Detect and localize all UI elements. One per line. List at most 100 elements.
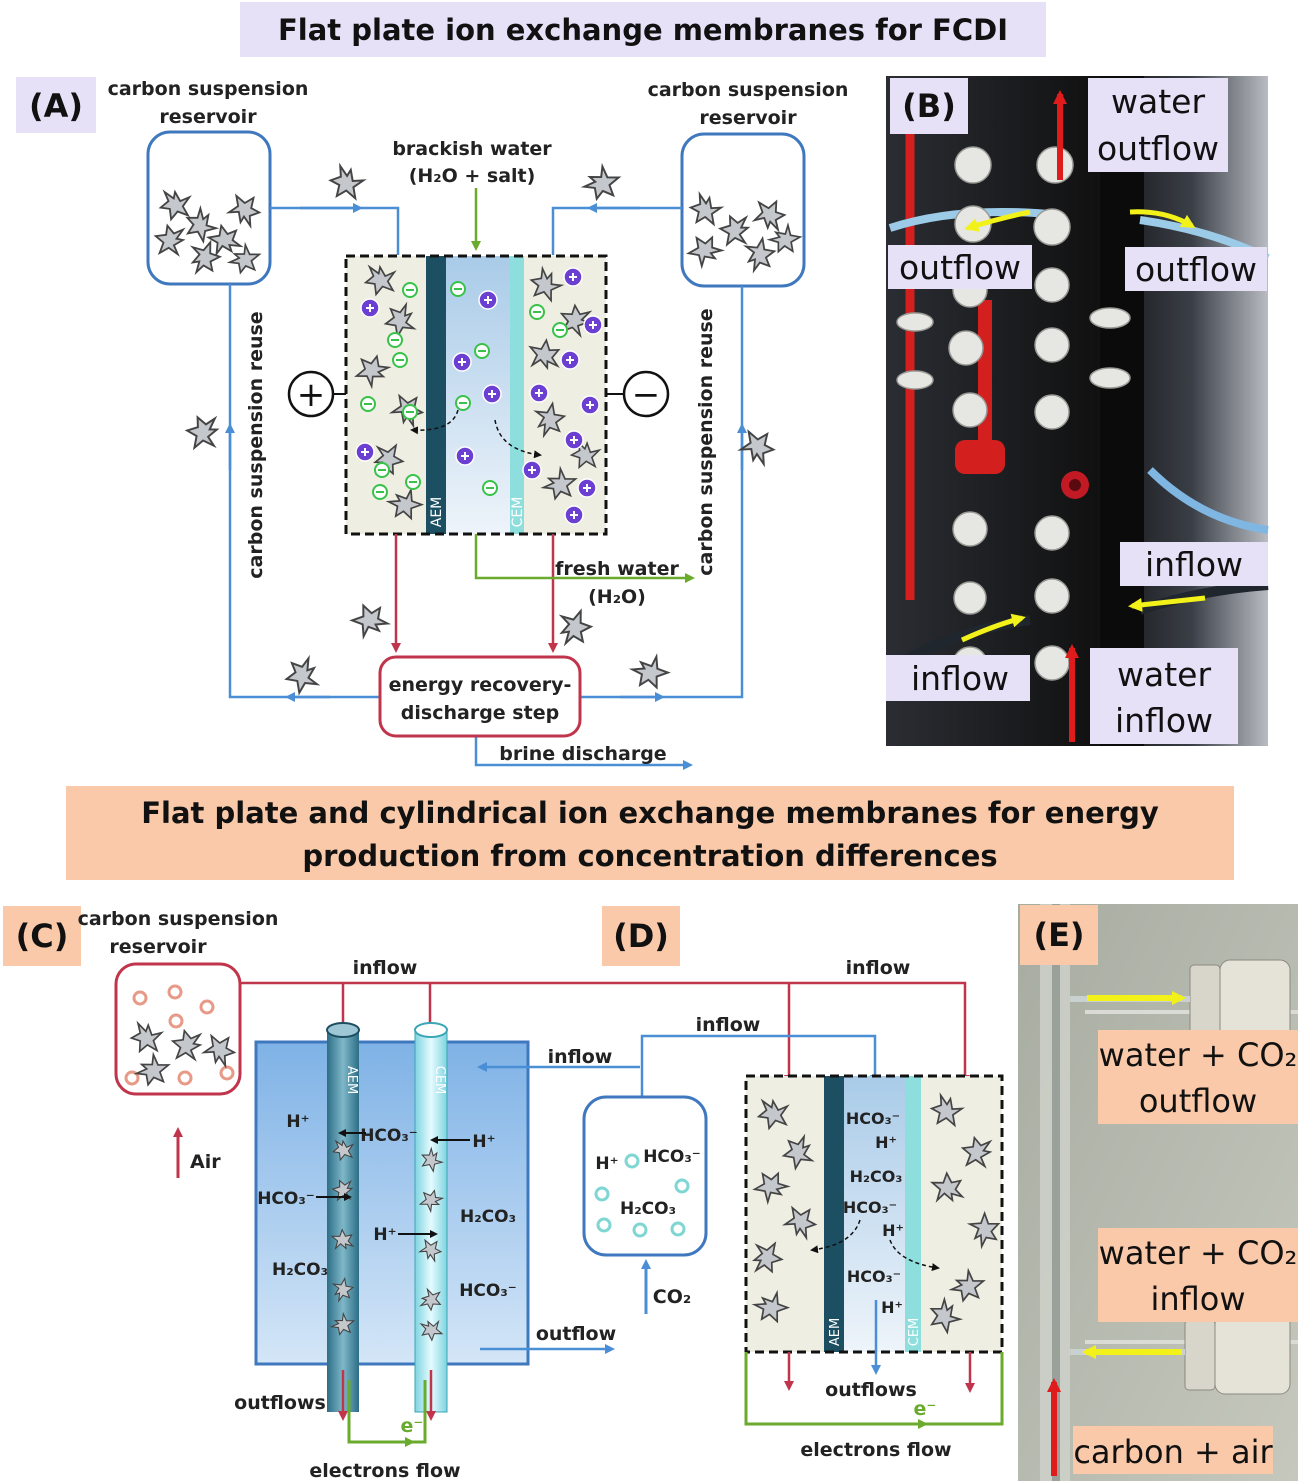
reservoir-left-label-2: reservoir	[159, 106, 257, 128]
panel-e-photo	[1018, 904, 1298, 1481]
fresh-water-arrow	[474, 534, 695, 583]
brackish-label-2: (H₂O + salt)	[409, 165, 536, 187]
panel-e-tag-bg	[1020, 905, 1098, 965]
d-cell-hco3-2: HCO₃⁻	[843, 1198, 897, 1217]
electron-d-label: e⁻	[914, 1398, 937, 1420]
d-res-h-plus: H⁺	[595, 1154, 618, 1174]
d-cell-right-chamber	[921, 1076, 1002, 1352]
outflow-right-label: outflow	[1135, 250, 1257, 289]
d-cem-label: CEM	[907, 1318, 922, 1347]
d-cell-spacer	[844, 1076, 905, 1352]
e-carbon-air-label-bg	[1073, 1426, 1273, 1474]
anode	[287, 370, 335, 418]
outflows-d-label: outflows	[825, 1379, 917, 1401]
panel-d-tag-bg	[602, 906, 680, 966]
aem-membrane	[426, 256, 446, 534]
reservoir-c-label-2: reservoir	[109, 936, 207, 958]
d-cell-h-2: H⁺	[882, 1221, 904, 1240]
cem-membrane	[510, 256, 524, 534]
cation-migration-arrow	[494, 419, 542, 459]
inflow-mid-label: inflow	[696, 1014, 761, 1036]
aem-tube-label: AEM	[344, 1066, 359, 1094]
energy-recovery-label-2: discharge step	[401, 702, 559, 724]
inflow-left-arrow	[960, 613, 1026, 643]
outflows-c-label: outflows	[234, 1392, 326, 1414]
d-cem-membrane	[905, 1076, 921, 1352]
anode-sign: +	[297, 375, 326, 415]
reservoir-right-label-1: carbon suspension	[648, 79, 849, 101]
water-outflow-label-1: water	[1111, 82, 1205, 121]
outflow-left-arrow	[964, 209, 1031, 232]
header-bottom-line-2: production from concentration difference…	[302, 839, 997, 873]
d-cell-hco3-1: HCO₃⁻	[846, 1109, 900, 1128]
reuse-left-label: carbon suspension reuse	[245, 311, 267, 578]
d-aem-membrane	[824, 1076, 844, 1352]
inflow-right-arrow	[1128, 595, 1206, 612]
water-inflow-label-bg	[1090, 648, 1238, 744]
cem-label: CEM	[510, 497, 526, 528]
outflow-c-label: outflow	[536, 1323, 616, 1345]
c-h2co3-b: H₂CO₃	[272, 1260, 328, 1280]
header-bottom-line-1: Flat plate and cylindrical ion exchange …	[141, 796, 1159, 830]
water-outflow-label-bg	[1088, 78, 1228, 172]
c-hco3-c: HCO₃⁻	[459, 1281, 517, 1301]
fresh-water-label-1: fresh water	[555, 558, 679, 580]
electrons-flow-d-label: electrons flow	[800, 1439, 951, 1461]
outflow-left-label: outflow	[899, 248, 1021, 287]
e-inflow-label-2: inflow	[1150, 1280, 1245, 1318]
reservoir-right-label-2: reservoir	[699, 107, 797, 129]
inflow-right-label: inflow	[1145, 545, 1243, 584]
inflow-left-label-bg	[886, 655, 1030, 701]
panel-a-blue-loop	[225, 203, 747, 770]
d-aem-label: AEM	[828, 1318, 843, 1346]
anion-migration-arrow	[410, 409, 459, 435]
fcdi-cation-signs	[361, 273, 597, 519]
cem-tube	[414, 1029, 448, 1413]
water-inflow-label-1: water	[1117, 655, 1211, 694]
d-cell-left-chamber	[746, 1076, 824, 1352]
reservoir-left-label-1: carbon suspension	[108, 78, 309, 100]
c-h-plus: H⁺	[286, 1112, 309, 1132]
c-hco3-a: HCO₃⁻	[360, 1126, 418, 1146]
e-inflow-label-bg	[1098, 1228, 1298, 1322]
energy-recovery-box	[378, 655, 582, 738]
c-h-plus-b: H⁺	[472, 1132, 495, 1152]
water-outflow-label-2: outflow	[1097, 129, 1219, 168]
panel-b-tag-bg	[890, 78, 968, 134]
inflow-right-label-bg	[1120, 542, 1268, 586]
fresh-water-label-2: (H₂O)	[588, 586, 646, 608]
e-outflow-label-1: water + CO₂	[1099, 1036, 1298, 1074]
electron-c-label: e⁻	[401, 1415, 424, 1437]
panel-b-tag: (B)	[902, 87, 956, 125]
header-top-band	[240, 2, 1046, 57]
fcdi-cations	[355, 267, 603, 525]
aem-tube	[327, 1030, 359, 1412]
outflow-left-label-bg	[888, 245, 1032, 289]
d-cell-hco3-3: HCO₃⁻	[847, 1267, 901, 1286]
panel-d-tag: (D)	[613, 917, 669, 955]
inflow-mid-line	[640, 1034, 880, 1097]
cem-tube-label: CEM	[432, 1066, 447, 1095]
water-inflow-label-2: inflow	[1115, 701, 1213, 740]
c-h-plus-c: H⁺	[373, 1225, 396, 1245]
header-top: Flat plate ion exchange membranes for FC…	[278, 13, 1008, 47]
co2-reservoir	[582, 1095, 708, 1257]
fcdi-anion-signs	[364, 288, 564, 493]
d-res-hco3: HCO₃⁻	[643, 1147, 701, 1167]
electrons-flow-c-label: electrons flow	[309, 1460, 460, 1481]
brackish-label-1: brackish water	[392, 138, 552, 160]
d-cell-h-1: H⁺	[875, 1133, 897, 1152]
panel-a-tag-bg	[16, 77, 96, 133]
inflow-left-label: inflow	[911, 659, 1009, 698]
reservoir-c-bubbles	[124, 984, 235, 1086]
outflow-right-label-bg	[1125, 247, 1267, 291]
e-carbon-air-label: carbon + air	[1073, 1433, 1273, 1471]
energy-recovery-label-1: energy recovery-	[389, 674, 572, 696]
cylindrical-cell	[254, 1040, 530, 1366]
e-inflow-label-1: water + CO₂	[1099, 1234, 1298, 1272]
reservoir-c-label-1: carbon suspension	[78, 908, 279, 930]
e-outflow-label-bg	[1098, 1030, 1298, 1124]
brine-discharge-label: brine discharge	[499, 743, 666, 765]
panel-b-photo	[886, 76, 1270, 746]
